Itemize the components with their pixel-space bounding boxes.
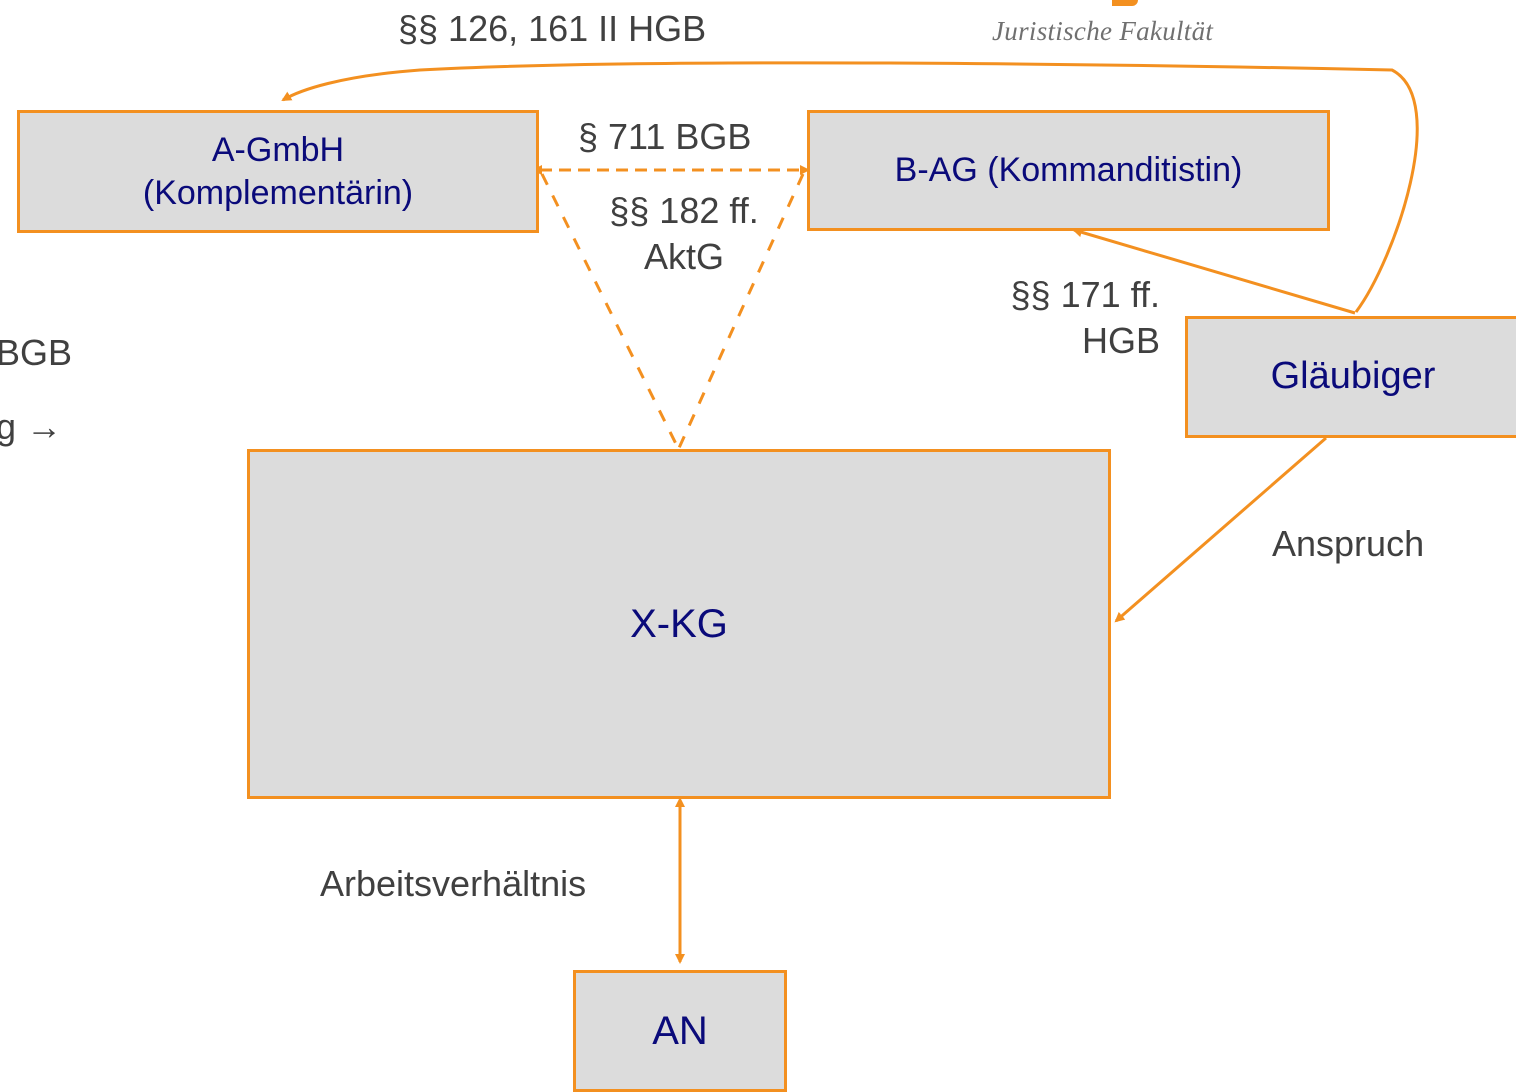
glaeubiger-name: Gläubiger xyxy=(1270,355,1436,398)
a-gmbh-role: (Komplementärin) xyxy=(142,173,414,212)
label-hgb-171-line1: §§ 171 ff. xyxy=(1010,274,1160,315)
logo-mark xyxy=(1112,0,1138,6)
an-name: AN xyxy=(652,1009,708,1053)
label-anspruch: Anspruch xyxy=(1272,523,1425,564)
box-x-kg: X-KG xyxy=(247,449,1111,799)
label-hgb-126-161: §§ 126, 161 II HGB xyxy=(398,8,707,49)
label-aktg-182-line1: §§ 182 ff. xyxy=(609,190,759,231)
label-hgb-171-line2: HGB xyxy=(1081,320,1160,362)
label-aktg-182-line2: AktG xyxy=(643,236,724,278)
dashed-line-a-to-xkg xyxy=(540,173,680,449)
label-left-g-arrow: g → xyxy=(0,406,63,447)
box-glaeubiger: Gläubiger xyxy=(1185,316,1516,438)
label-aktg-182: §§ 182 ff. AktG xyxy=(590,188,778,280)
b-ag-name: B-AG (Kommanditistin) xyxy=(894,151,1243,190)
label-bgb-711: § 711 BGB xyxy=(578,116,752,157)
a-gmbh-name: A-GmbH xyxy=(211,131,345,169)
x-kg-name: X-KG xyxy=(630,602,728,646)
arrow-glaeubiger-to-b-ag xyxy=(1072,227,1356,315)
box-b-ag: B-AG (Kommanditistin) xyxy=(807,110,1330,231)
box-an: AN xyxy=(573,970,787,1092)
faculty-logo-text: Juristische Fakultät xyxy=(992,16,1214,46)
dashed-line-b-to-xkg xyxy=(677,173,805,449)
arrow-glaeubiger-to-xkg xyxy=(1114,436,1327,623)
label-arbeitsverhaeltnis: Arbeitsverhältnis xyxy=(320,863,587,904)
box-a-gmbh: A-GmbH (Komplementärin) xyxy=(17,110,539,233)
label-left-bgb: BGB xyxy=(0,332,73,373)
arrow-glaeubiger-to-a-gmbh xyxy=(281,61,1419,313)
label-hgb-171: §§ 171 ff. HGB xyxy=(960,272,1160,364)
